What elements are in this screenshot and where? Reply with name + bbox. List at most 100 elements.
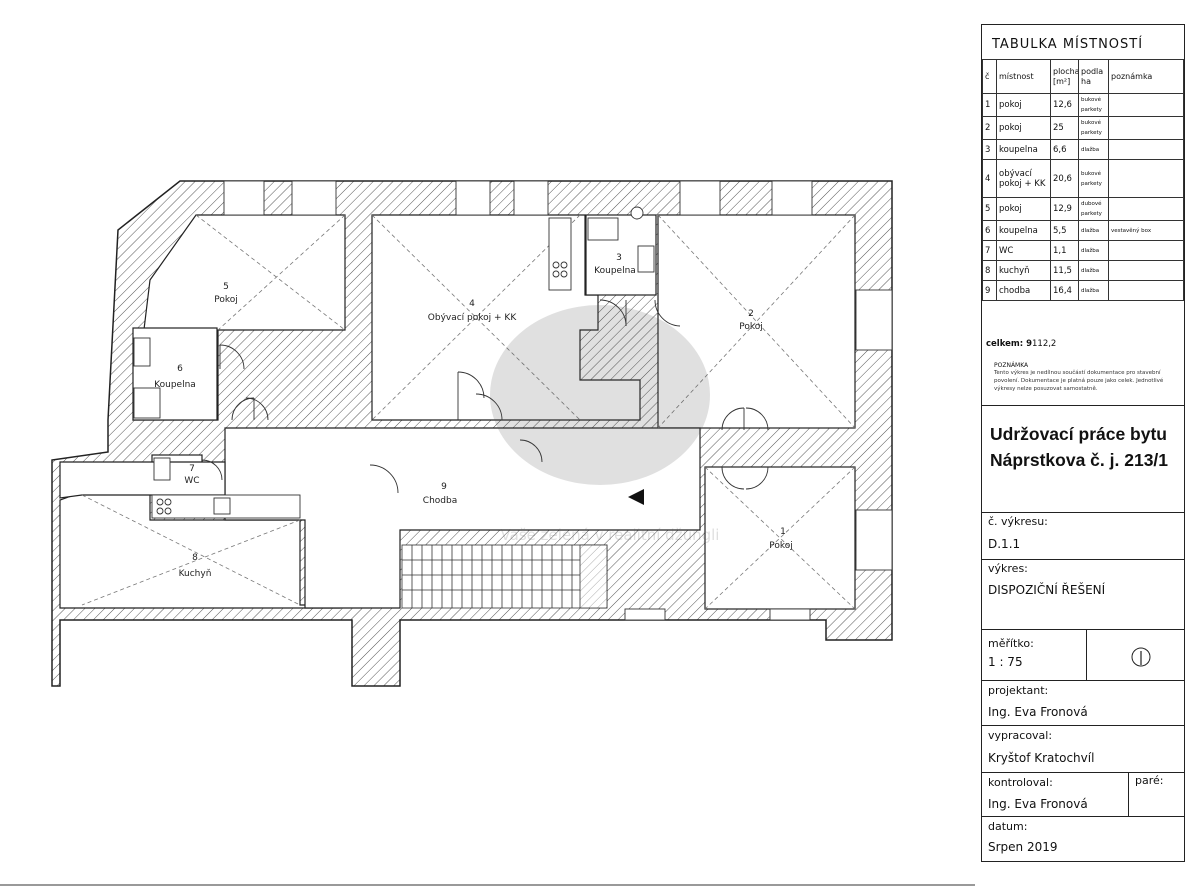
- table-row: 5 pokoj 12,9 dubové parkety: [982, 197, 1184, 221]
- row-area: 1,1: [1050, 240, 1079, 261]
- room-7-number: 7: [189, 464, 195, 474]
- title-block: TABULKA MÍSTNOSTÍ č místnost plocha [m²]…: [981, 24, 1185, 862]
- row-room: pokoj: [996, 197, 1051, 221]
- note-heading: POZNÁMKA: [994, 362, 1029, 369]
- room-9-name: Chodba: [423, 496, 457, 506]
- toilet-wc: [153, 457, 171, 481]
- row-room: obývací pokoj + KK: [996, 159, 1051, 198]
- staircase: [401, 544, 608, 609]
- table-row: 9 chodba 16,4 dlažba: [982, 280, 1184, 301]
- header-room: místnost: [996, 59, 1051, 94]
- bath-room-3: [587, 217, 619, 241]
- row-c: 1: [982, 93, 997, 117]
- row-note: [1108, 280, 1184, 301]
- windows: [223, 180, 893, 621]
- room-2-number: 2: [748, 309, 754, 319]
- room-4-name: Obývací pokoj + KK: [428, 313, 518, 323]
- row-c: 7: [982, 240, 997, 261]
- north-arrow-icon: [1131, 647, 1151, 667]
- row-area: 16,4: [1050, 280, 1079, 301]
- room-6-number: 6: [177, 364, 183, 374]
- room-9-floor: [224, 427, 701, 609]
- room-7-name: WC: [184, 476, 199, 486]
- drawing-no-label: č. výkresu:: [988, 515, 1048, 528]
- room-6-name: Koupelna: [154, 380, 196, 390]
- row-area: 11,5: [1050, 260, 1079, 281]
- table-row: 8 kuchyň 11,5 dlažba: [982, 260, 1184, 281]
- corridor-west: [59, 461, 226, 499]
- room-3-number: 3: [616, 253, 622, 263]
- designer-name: Ing. Eva Fronová: [988, 705, 1088, 719]
- row-room: kuchyň: [996, 260, 1051, 281]
- room-labels: 5 Pokoj 4 Obývací pokoj + KK 3 Koupelna …: [154, 253, 793, 579]
- table-row: 4 obývací pokoj + KK 20,6 bukové parkety: [982, 159, 1184, 198]
- date-label: datum:: [988, 820, 1028, 833]
- room-4-floor: [371, 214, 641, 421]
- row-room: koupelna: [996, 139, 1051, 160]
- date-value: Srpen 2019: [988, 840, 1058, 854]
- row-room: pokoj: [996, 93, 1051, 117]
- row-floor: dlažba: [1078, 280, 1109, 301]
- fixtures: [133, 206, 655, 519]
- drawing-name: DISPOZIČNÍ ŘEŠENÍ: [988, 583, 1106, 597]
- row-floor: bukové parkety: [1078, 159, 1109, 198]
- header-floor: podla ha: [1078, 59, 1109, 94]
- row-area: 6,6: [1050, 139, 1079, 160]
- row-area: 25: [1050, 116, 1079, 140]
- room-2-name: Pokoj: [739, 322, 763, 332]
- drawing-no: D.1.1: [988, 537, 1021, 551]
- row-note: [1108, 240, 1184, 261]
- designer-label: projektant:: [988, 684, 1049, 697]
- room-table-title: TABULKA MÍSTNOSTÍ: [992, 37, 1144, 52]
- kitchenette-counter: [548, 217, 572, 291]
- row-c: 5: [982, 197, 997, 221]
- row-note: [1108, 116, 1184, 140]
- table-row: 3 koupelna 6,6 dlažba: [982, 139, 1184, 160]
- room-5-number: 5: [223, 282, 229, 292]
- floor-plan: Vaše zelená v realitní džungli 5 Pokoj 4…: [0, 180, 975, 886]
- total-area: 112,2: [1032, 339, 1057, 349]
- row-floor: dubové parkety: [1078, 197, 1109, 221]
- row-area: 5,5: [1050, 220, 1079, 241]
- row-floor: dlažba: [1078, 139, 1109, 160]
- total-label: celkem: 9: [986, 339, 1033, 349]
- row-c: 3: [982, 139, 997, 160]
- header-c: č: [982, 59, 997, 94]
- row-note: [1108, 93, 1184, 117]
- vault-lines: [81, 214, 856, 610]
- row-floor: dlažba: [1078, 220, 1109, 241]
- row-c: 8: [982, 260, 997, 281]
- room-4-number: 4: [469, 299, 475, 309]
- checked-label: kontroloval:: [988, 776, 1053, 789]
- watermark: Vaše zelená v realitní džungli: [490, 305, 719, 544]
- copies-label: paré:: [1135, 774, 1164, 787]
- room-8-name: Kuchyň: [179, 568, 212, 579]
- room-5-name: Pokoj: [214, 295, 238, 305]
- room-1-name: Pokoj: [769, 541, 793, 551]
- row-note: vestavěný box: [1108, 220, 1184, 241]
- row-room: pokoj: [996, 116, 1051, 140]
- row-area: 12,6: [1050, 93, 1079, 117]
- shower-room-6: [133, 387, 161, 419]
- table-row: 6 koupelna 5,5 dlažba vestavěný box: [982, 220, 1184, 241]
- toilet-room-3: [630, 206, 644, 220]
- sink-room-6: [133, 337, 151, 367]
- table-row: 2 pokoj 25 bukové parkety: [982, 116, 1184, 140]
- table-row: 7 WC 1,1 dlažba: [982, 240, 1184, 261]
- row-room: koupelna: [996, 220, 1051, 241]
- row-room: chodba: [996, 280, 1051, 301]
- row-c: 4: [982, 159, 997, 198]
- header-note: poznámka: [1108, 59, 1184, 94]
- room-table: č místnost plocha [m²] podla ha poznámka…: [982, 59, 1184, 301]
- room-8-number: 8: [192, 553, 198, 563]
- row-floor: dlažba: [1078, 260, 1109, 281]
- row-room: WC: [996, 240, 1051, 261]
- project-title: Udržovací práce bytu Náprstkova č. j. 21…: [990, 424, 1169, 470]
- row-note: [1108, 197, 1184, 221]
- north-symbol-box: [1086, 629, 1185, 680]
- room-table-header: č místnost plocha [m²] podla ha poznámka: [982, 59, 1184, 94]
- row-floor: dlažba: [1078, 240, 1109, 261]
- checked-name: Ing. Eva Fronová: [988, 797, 1088, 811]
- row-c: 2: [982, 116, 997, 140]
- svg-text:Vaše zelená v realitní džungli: Vaše zelená v realitní džungli: [501, 526, 720, 544]
